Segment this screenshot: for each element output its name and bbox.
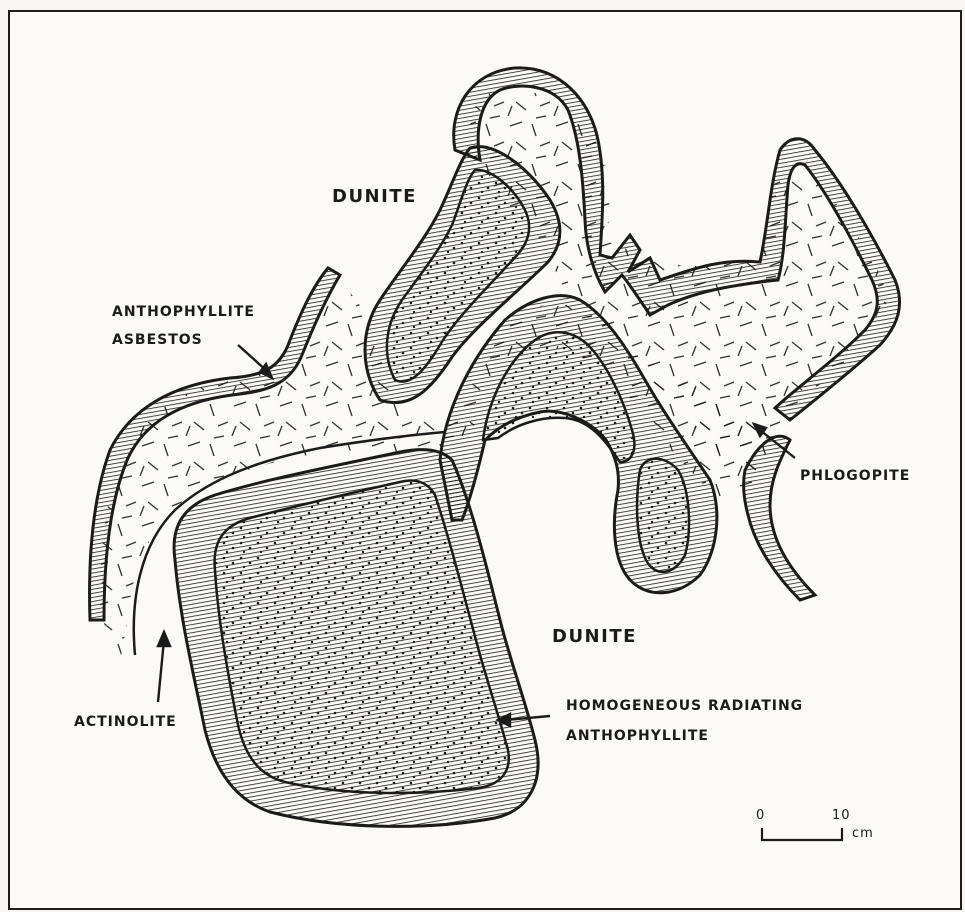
arrowhead-actinolite <box>158 632 170 646</box>
label-phlogopite: PHLOGOPITE <box>800 468 910 484</box>
scale-label-unit: cm <box>852 826 874 841</box>
label-actinolite: ACTINOLITE <box>74 714 177 730</box>
label-homogeneous-line1: HOMOGENEOUS RADIATING <box>566 698 803 714</box>
homogeneous-core-small <box>637 459 689 572</box>
scale-bar <box>762 828 842 840</box>
label-dunite-bottom: DUNITE <box>552 626 637 647</box>
label-anthophyllite-asbestos-line2: ASBESTOS <box>112 332 203 348</box>
scale-label-end: 10 <box>832 808 851 823</box>
label-homogeneous-line2: ANTHOPHYLLITE <box>566 728 709 744</box>
arrow-actinolite <box>158 640 164 702</box>
label-anthophyllite-asbestos-line1: ANTHOPHYLLITE <box>112 304 255 320</box>
scale-label-start: 0 <box>756 808 765 823</box>
label-dunite-top: DUNITE <box>332 186 417 207</box>
asbestos-band-right <box>744 436 815 600</box>
